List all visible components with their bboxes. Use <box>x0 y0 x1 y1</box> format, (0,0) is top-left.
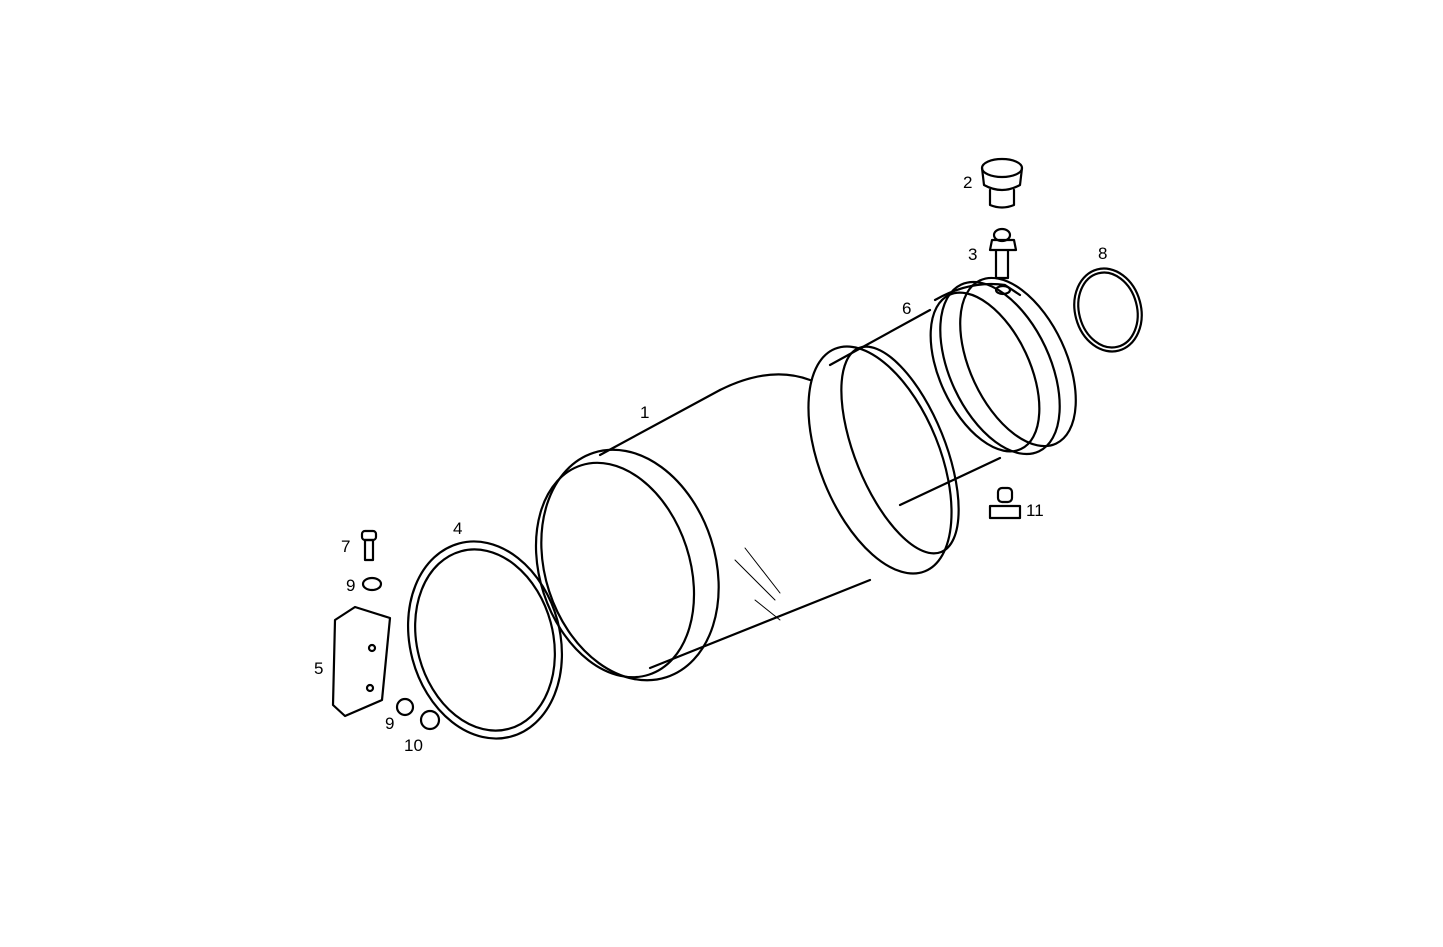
part-3-fitting <box>988 227 1018 280</box>
part-9-washer-lower <box>395 697 415 717</box>
part-10-nut <box>419 709 441 731</box>
part-4-clamp-band <box>406 540 564 740</box>
label-part-5: 5 <box>314 659 324 678</box>
label-part-7: 7 <box>341 537 351 556</box>
label-part-8: 8 <box>1098 244 1108 263</box>
part-9-washer-upper <box>361 576 383 592</box>
part-6-end-section <box>828 276 1077 507</box>
label-part-10: 10 <box>404 736 423 755</box>
label-part-6: 6 <box>902 299 912 318</box>
label-part-11: 11 <box>1026 501 1044 520</box>
part-8-ring <box>1073 267 1143 353</box>
label-part-9-lower: 9 <box>385 714 395 733</box>
part-7-bolt <box>360 529 378 562</box>
label-part-4: 4 <box>453 519 463 538</box>
label-part-2: 2 <box>963 173 973 192</box>
part-2-cap <box>980 157 1024 209</box>
label-part-1: 1 <box>640 403 650 422</box>
part-11-drain-plug <box>988 486 1022 520</box>
part-5-bracket <box>331 605 392 718</box>
label-part-3: 3 <box>968 245 978 264</box>
label-part-9-upper: 9 <box>346 576 356 595</box>
part-1-housing <box>534 345 960 682</box>
